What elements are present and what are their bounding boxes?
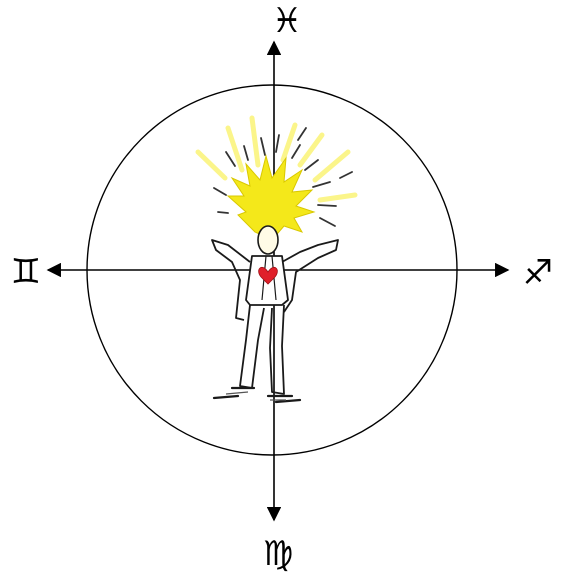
gemini-glyph-icon: ♊	[11, 252, 41, 292]
head-icon	[258, 226, 278, 254]
legs-icon	[240, 305, 284, 394]
energy-figure-illustration	[198, 118, 355, 402]
sagittarius-glyph-icon: ♐	[523, 253, 553, 293]
right-arm-icon	[282, 240, 338, 312]
feet-icon	[214, 388, 300, 402]
pisces-glyph-icon: ♓	[272, 1, 302, 41]
left-arm-icon	[212, 240, 250, 320]
virgo-glyph-icon: ♍	[263, 534, 293, 573]
